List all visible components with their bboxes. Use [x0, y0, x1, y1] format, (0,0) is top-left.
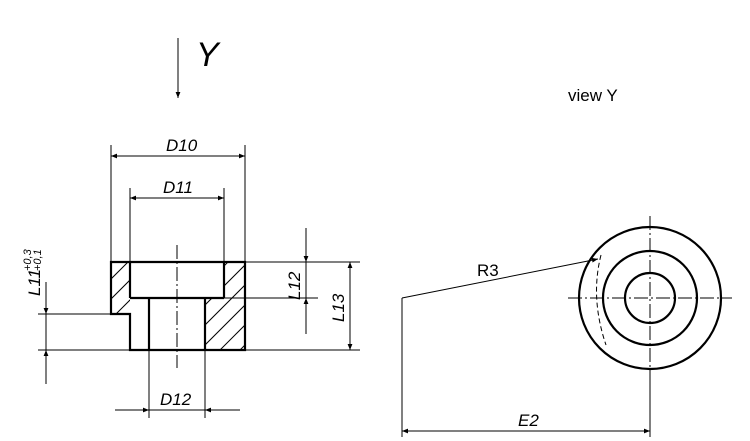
view-direction-arrow: Y — [175, 36, 221, 98]
l11-label: L11 — [25, 269, 44, 296]
l13-label: L13 — [329, 293, 348, 322]
e2-label: E2 — [518, 411, 539, 430]
d11-label: D11 — [163, 178, 193, 197]
hatch-left — [111, 262, 130, 314]
d12-label: D12 — [160, 390, 192, 409]
section-view: D10 D11 D12 L12 L13 L11 +0,3 +0,1 — [22, 136, 360, 418]
view-y-caption: view Y — [568, 86, 618, 105]
view-marker-label: Y — [196, 36, 221, 74]
d10-label: D10 — [166, 136, 198, 155]
l12-label: L12 — [285, 271, 304, 300]
l11-tolerance-lower: +0,1 — [32, 249, 44, 271]
view-y: view Y R3 E2 — [401, 86, 732, 437]
r3-label: R3 — [477, 261, 499, 280]
l11-tolerance-upper: +0,3 — [22, 248, 34, 271]
hatch-right — [205, 262, 245, 350]
hidden-radius-edge — [596, 254, 607, 346]
l11-label-group: L11 +0,3 +0,1 — [22, 248, 44, 296]
r3-leader-line — [401, 257, 599, 299]
